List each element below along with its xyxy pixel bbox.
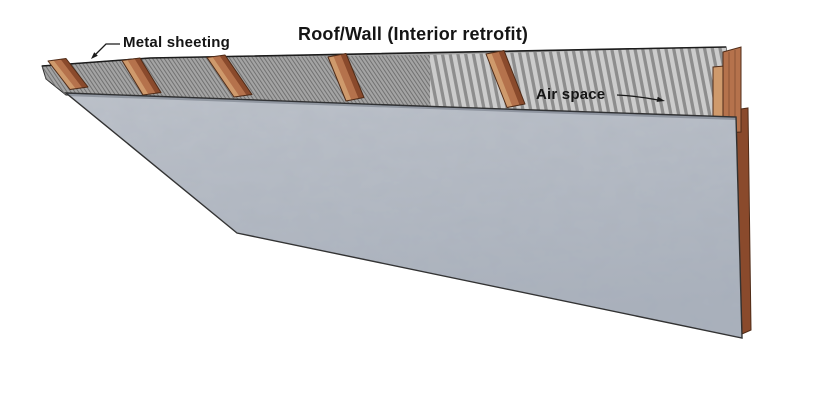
battens	[47, 50, 526, 108]
diagram-title: Roof/Wall (Interior retrofit)	[298, 24, 529, 44]
batten-4	[327, 53, 365, 102]
batten-5	[485, 50, 526, 108]
interior-panel-graphic	[63, 92, 743, 339]
panel-texture	[66, 93, 742, 338]
stud-small-piece	[712, 65, 725, 124]
leader-arrowhead	[91, 52, 98, 59]
sheet-top-edge	[41, 46, 727, 67]
air-space-arrowhead	[656, 96, 665, 102]
batten-1	[47, 58, 89, 90]
arrow-air-space	[616, 94, 665, 102]
batten-3	[206, 54, 253, 98]
batten-2	[121, 57, 162, 96]
leader-metal-sheeting	[91, 43, 120, 59]
label-metal-sheeting: Metal sheeting	[123, 34, 230, 51]
stud-main-piece	[722, 46, 742, 134]
label-air-space: Air space	[536, 86, 606, 103]
